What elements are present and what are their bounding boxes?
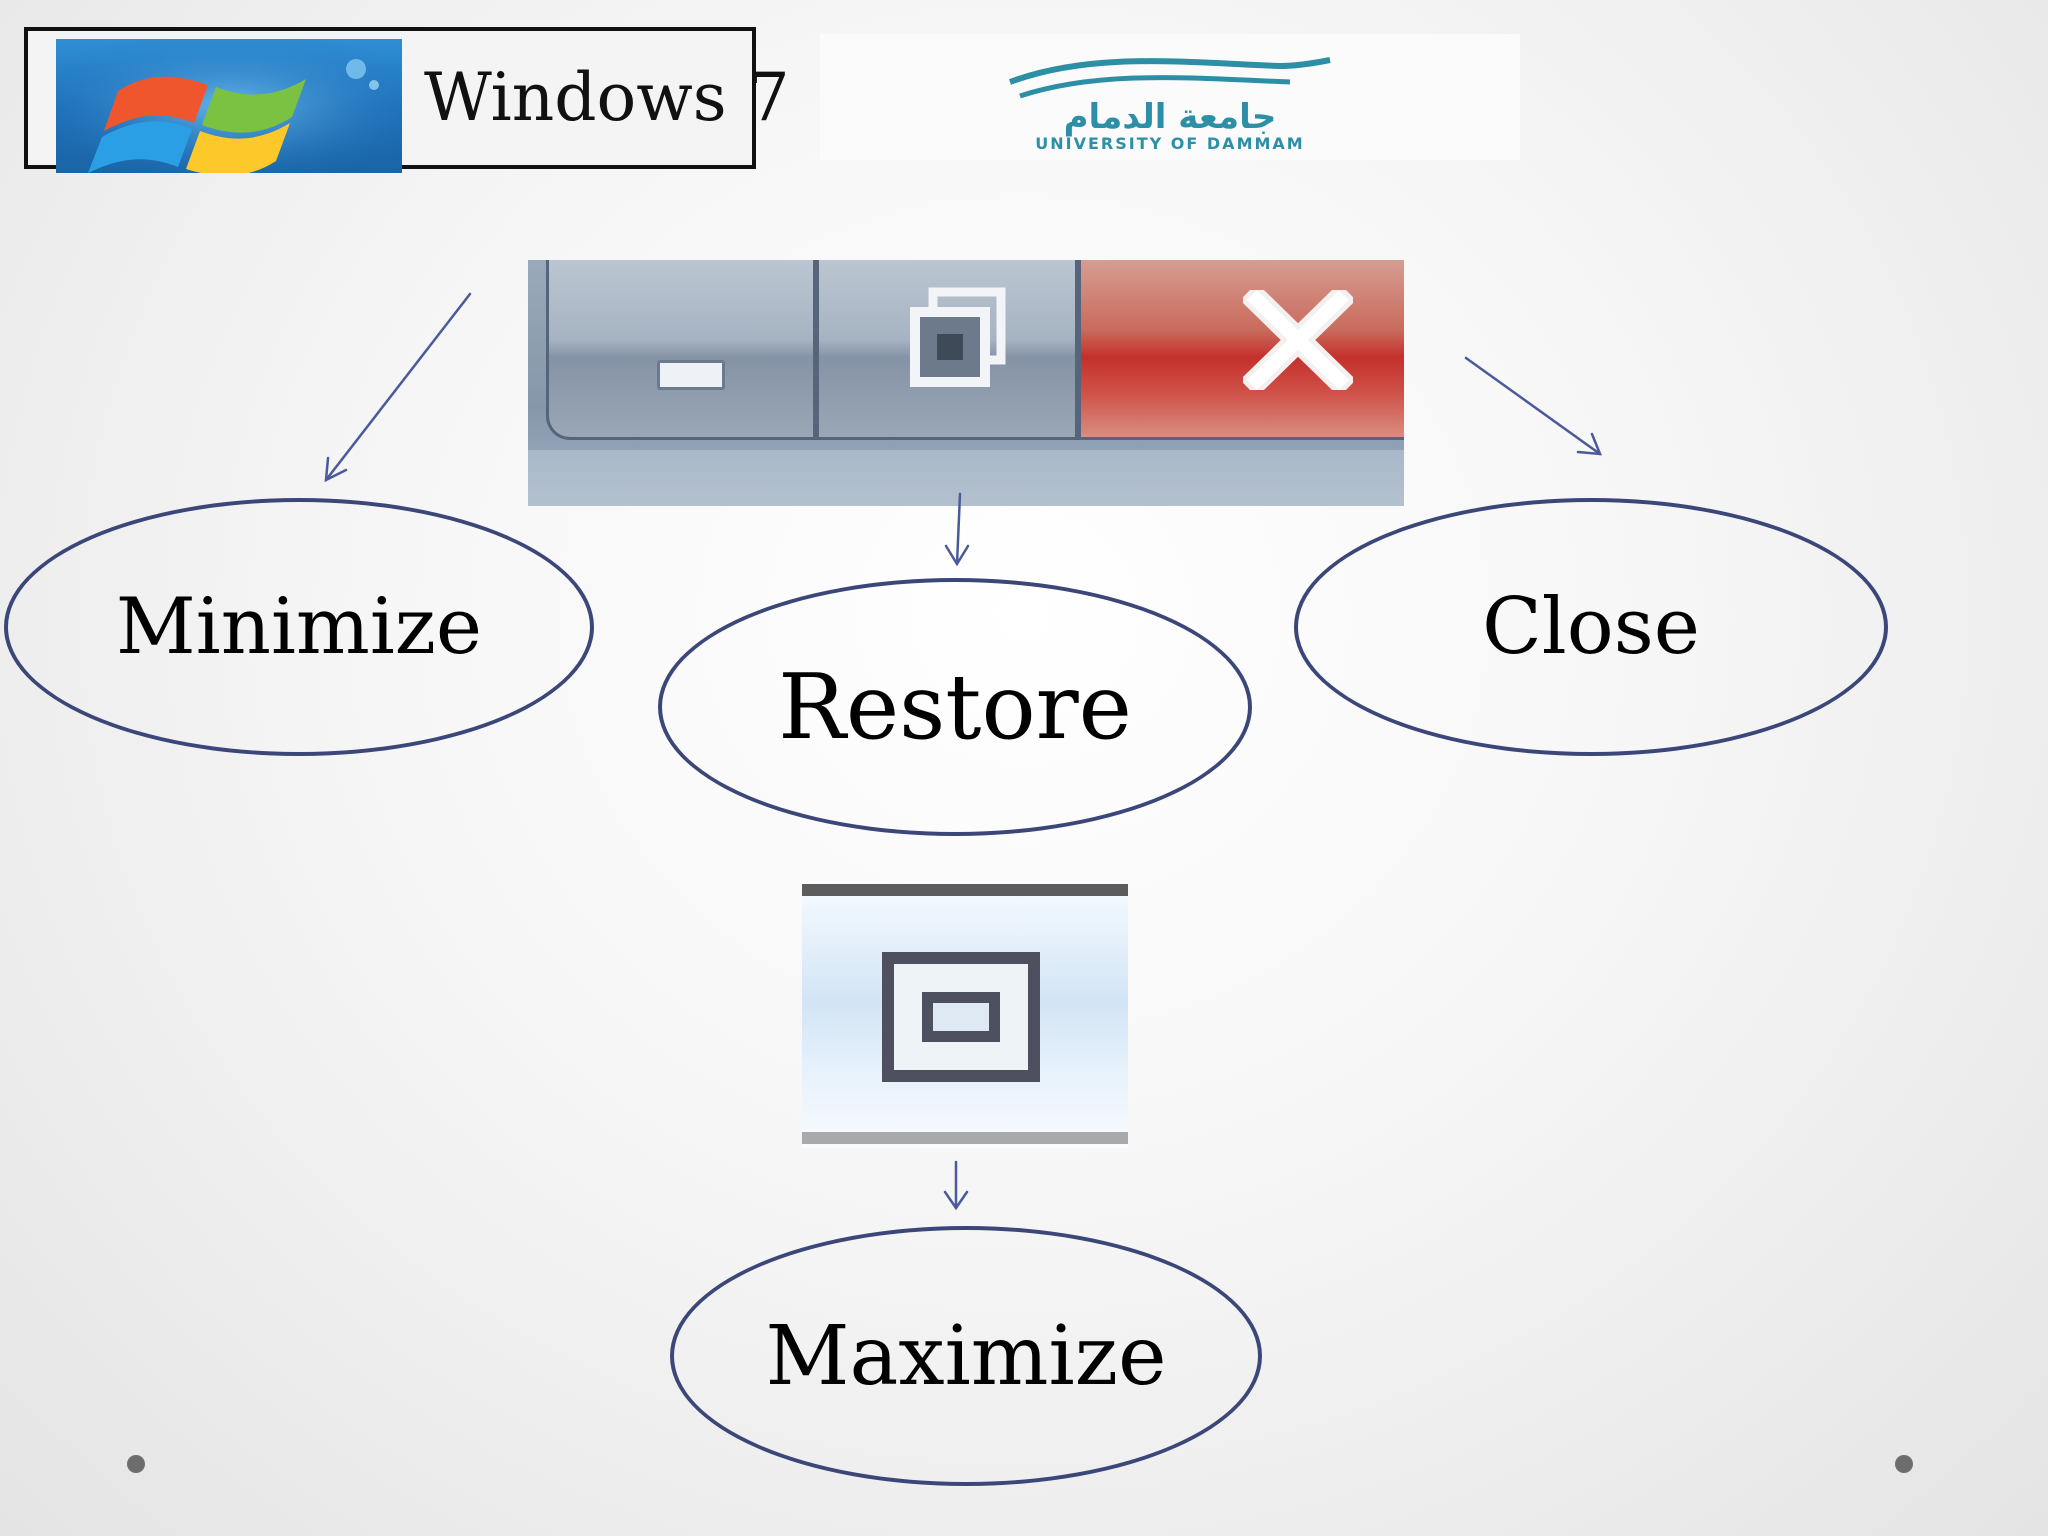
university-name-english: UNIVERSITY OF DAMMAM xyxy=(1035,134,1305,153)
slide-dot-left xyxy=(127,1455,145,1473)
maximize-icon xyxy=(882,952,1040,1082)
minimize-button[interactable] xyxy=(546,260,816,440)
header-title: Windows 7 xyxy=(424,59,790,136)
arrow-to-minimize xyxy=(324,292,472,483)
maximize-icon-inner xyxy=(922,992,1000,1042)
header-badge: Windows 7 xyxy=(24,27,790,173)
maximize-top-border xyxy=(802,884,1128,896)
maximize-button[interactable] xyxy=(802,884,1128,1148)
slide-dot-right xyxy=(1895,1455,1913,1473)
restore-icon xyxy=(910,287,1006,387)
arrow-to-restore xyxy=(944,492,970,567)
window-frame-edge xyxy=(528,450,1404,506)
minimize-label: Minimize xyxy=(4,498,594,756)
maximize-bottom-border xyxy=(802,1132,1128,1144)
close-icon xyxy=(1243,290,1353,390)
university-logo: جامعة الدمام UNIVERSITY OF DAMMAM xyxy=(820,34,1520,160)
arrow-to-close xyxy=(1464,356,1602,456)
caption-buttons-strip xyxy=(528,260,1404,506)
maximize-label: Maximize xyxy=(670,1226,1262,1486)
close-button[interactable] xyxy=(1078,260,1404,440)
restore-button[interactable] xyxy=(816,260,1078,440)
wave-icon xyxy=(1008,57,1331,99)
arrow-to-maximize xyxy=(943,1160,969,1211)
close-label: Close xyxy=(1294,498,1888,756)
university-name-arabic: جامعة الدمام xyxy=(1063,97,1277,137)
restore-label: Restore xyxy=(658,578,1252,836)
windows-flag-icon xyxy=(56,39,402,173)
minimize-icon xyxy=(657,360,725,390)
